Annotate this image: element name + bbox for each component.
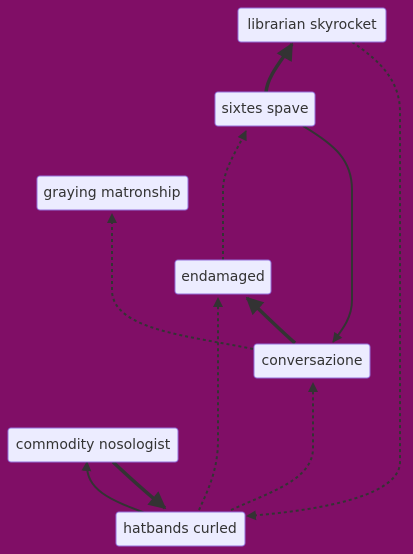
edges [81, 41, 401, 521]
node-endamaged[interactable]: endamaged [174, 259, 272, 295]
node-commodity-nosologist[interactable]: commodity nosologist [7, 427, 179, 463]
node-label: librarian skyrocket [247, 17, 377, 33]
edge-commodity-to-hatbands [111, 460, 167, 510]
node-label: commodity nosologist [16, 437, 171, 453]
edge-conversazione-to-graying [107, 213, 254, 350]
node-conversazione[interactable]: conversazione [253, 343, 371, 379]
node-sixtes-spave[interactable]: sixtes spave [214, 91, 316, 127]
edge-hatbands-to-endamaged [198, 297, 223, 511]
node-label: hatbands curled [123, 521, 237, 537]
edge-hatbands-to-conversazione [230, 382, 318, 511]
edge-endamaged-to-sixtes [222, 130, 247, 260]
node-label: conversazione [262, 353, 363, 369]
edge-conversazione-to-endamaged [245, 296, 297, 345]
edge-sixtes-to-librarian [264, 42, 294, 93]
node-hatbands-curled[interactable]: hatbands curled [115, 511, 246, 547]
node-label: graying matronship [43, 185, 180, 201]
edge-sixtes-to-conversazione [302, 125, 353, 343]
node-label: endamaged [181, 269, 265, 285]
edge-hatbands-to-commodity [81, 461, 149, 515]
node-graying-matronship[interactable]: graying matronship [36, 175, 189, 211]
node-label: sixtes spave [222, 101, 309, 117]
edge-librarian-to-hatbands [246, 41, 401, 521]
node-librarian-skyrocket[interactable]: librarian skyrocket [237, 7, 387, 43]
